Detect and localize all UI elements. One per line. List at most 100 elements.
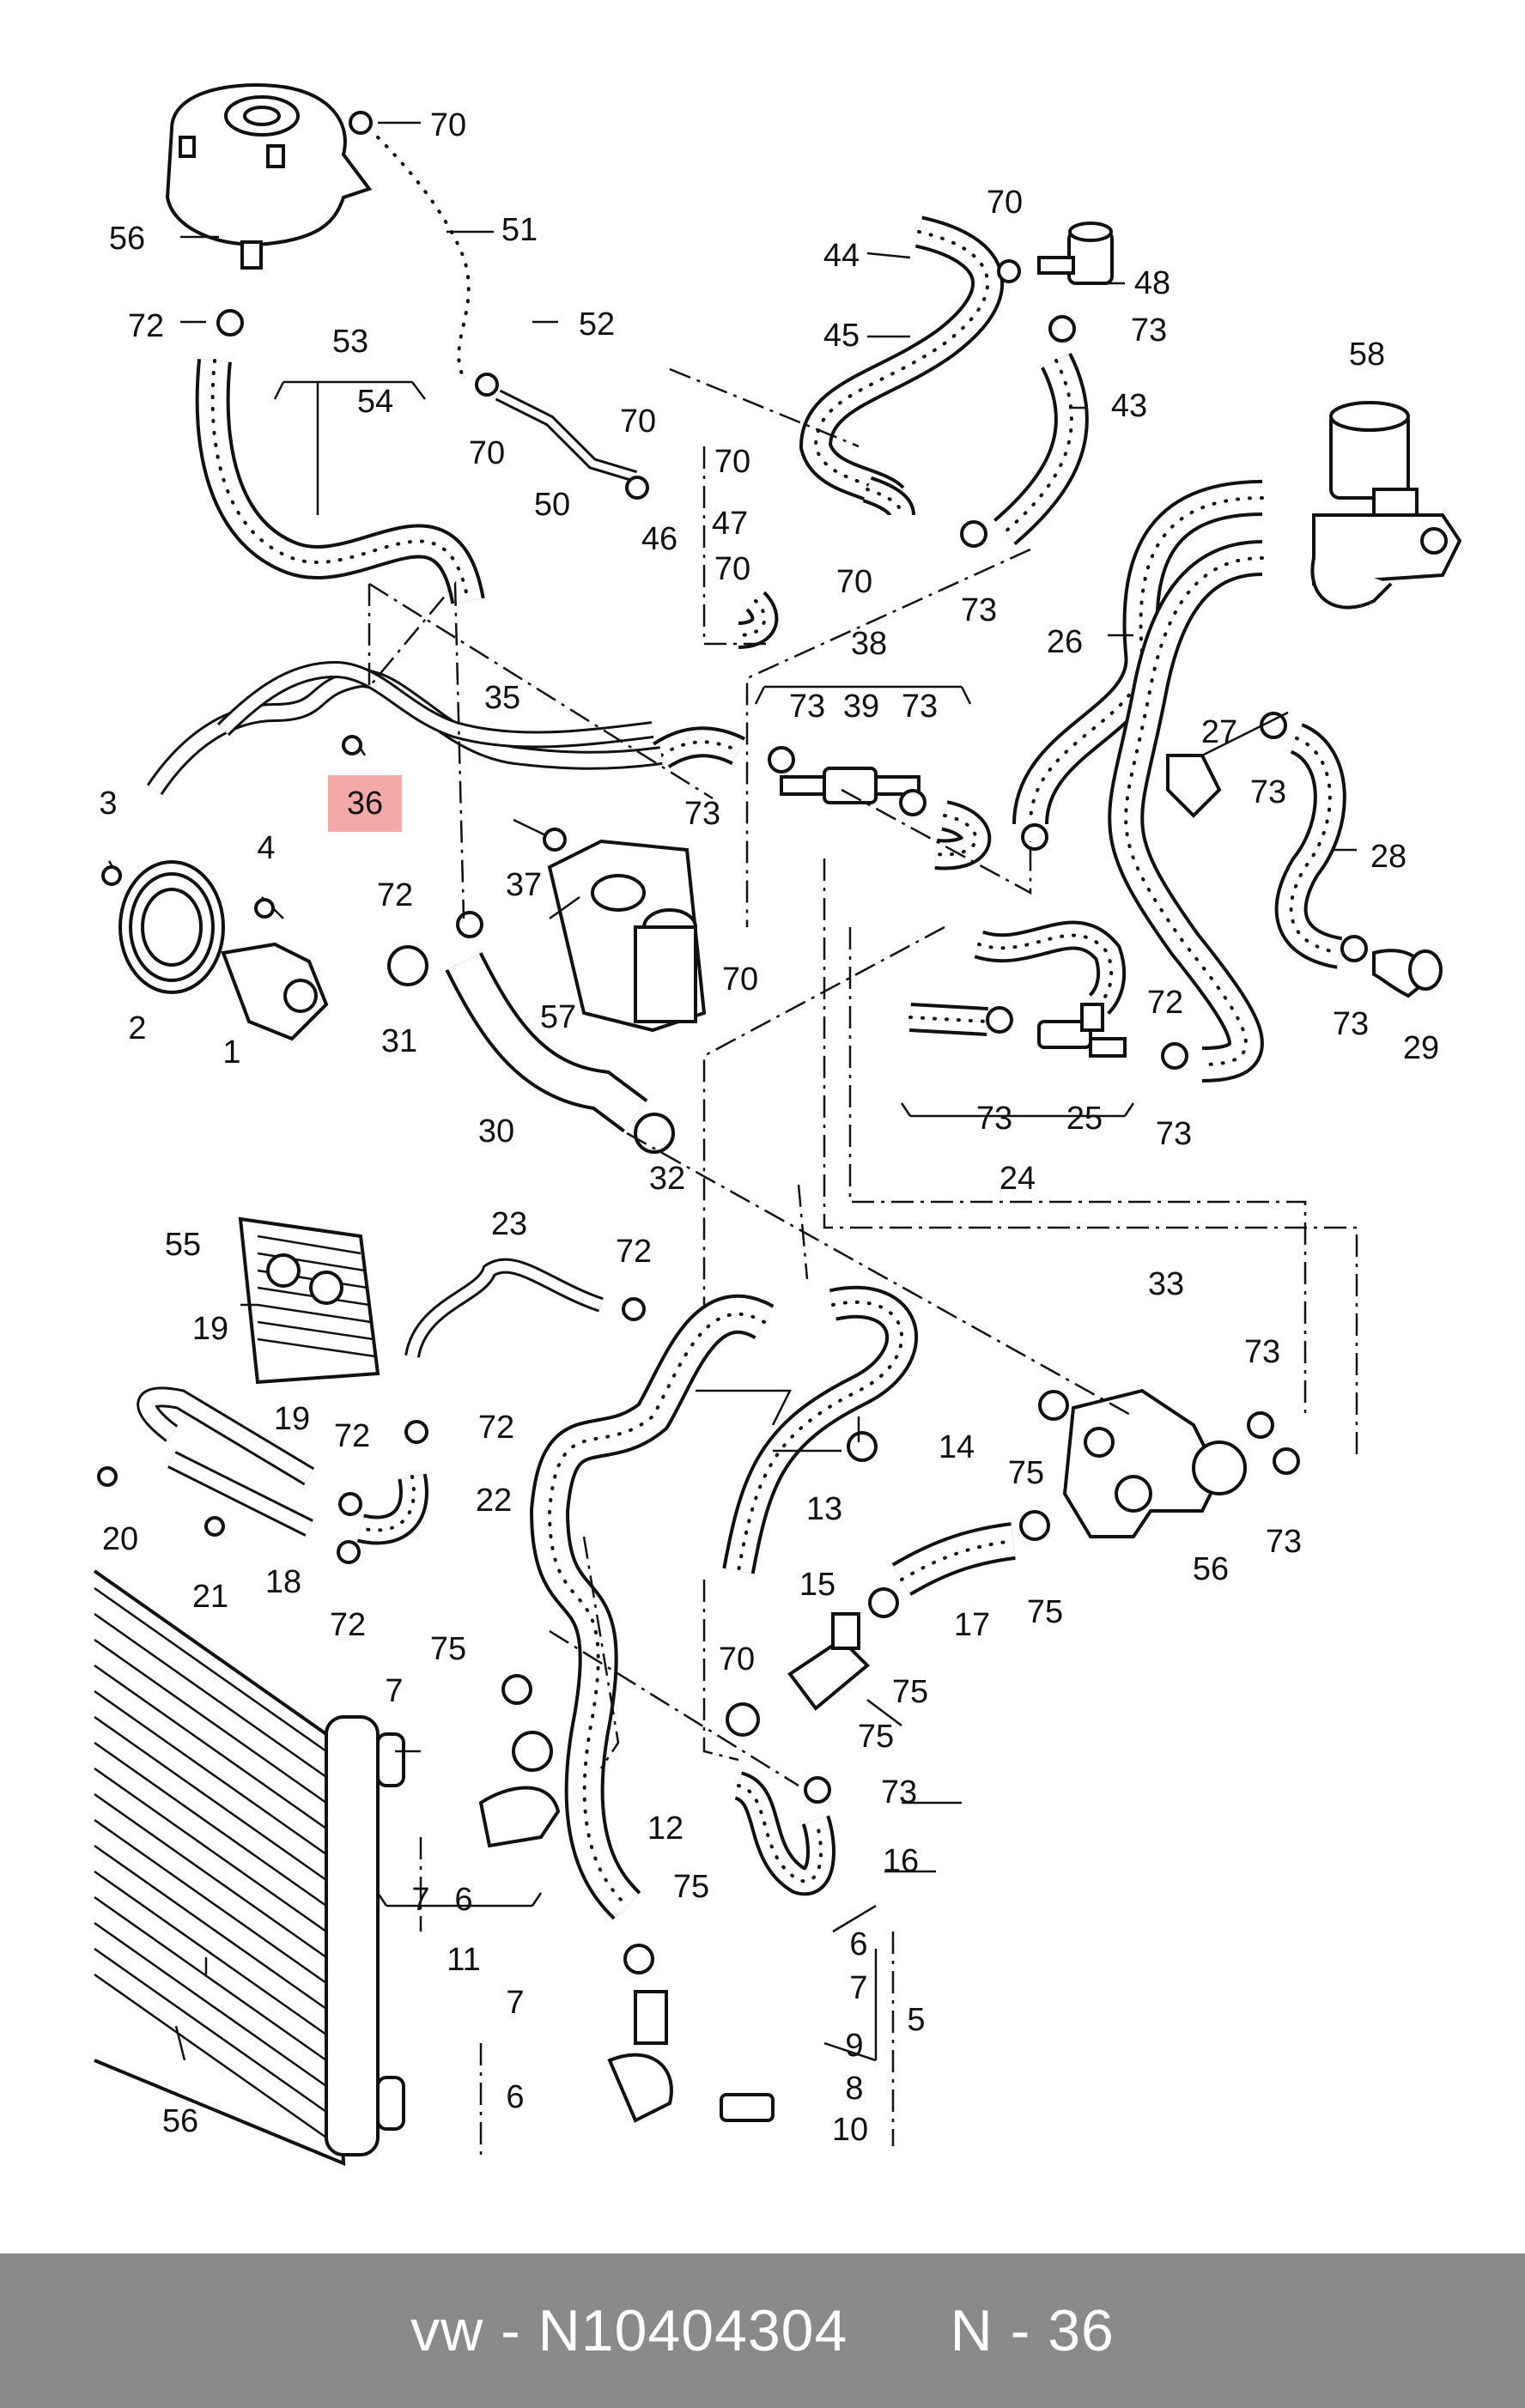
callout-14[interactable]: 14 <box>939 1429 975 1465</box>
callout-75[interactable]: 75 <box>1008 1455 1044 1491</box>
callout-72[interactable]: 72 <box>334 1418 370 1454</box>
callout-58[interactable]: 58 <box>1349 337 1385 373</box>
callout-73[interactable]: 73 <box>976 1101 1012 1137</box>
callout-47[interactable]: 47 <box>712 506 748 542</box>
callout-26[interactable]: 26 <box>1047 624 1083 660</box>
coolant-system-exploded-diagram: 36 1 2 3 4 5 6 6 6 7 7 7 7 8 9 10 11 12 … <box>93 83 1462 2167</box>
callout-70[interactable]: 70 <box>722 961 758 998</box>
callout-75[interactable]: 75 <box>430 1631 466 1667</box>
callout-32[interactable]: 32 <box>649 1161 685 1197</box>
callout-45[interactable]: 45 <box>823 318 860 354</box>
callout-30[interactable]: 30 <box>478 1113 514 1149</box>
callout-75[interactable]: 75 <box>858 1719 894 1755</box>
callout-73[interactable]: 73 <box>902 688 938 725</box>
callout-18[interactable]: 18 <box>265 1564 301 1600</box>
elbow-29 <box>1372 949 1443 998</box>
callout-7[interactable]: 7 <box>849 1970 867 2006</box>
callout-3[interactable]: 3 <box>99 785 117 822</box>
connector-39 <box>780 767 920 804</box>
callout-6[interactable]: 6 <box>849 1926 867 1962</box>
callout-51[interactable]: 51 <box>501 212 538 248</box>
callout-31[interactable]: 31 <box>381 1023 417 1059</box>
callout-72[interactable]: 72 <box>128 308 164 344</box>
callout-38[interactable]: 38 <box>851 626 887 662</box>
callout-72[interactable]: 72 <box>478 1410 514 1446</box>
callout-16[interactable]: 16 <box>883 1843 919 1879</box>
callout-7[interactable]: 7 <box>411 1882 429 1918</box>
t-piece-15 <box>787 1612 870 1711</box>
callout-46[interactable]: 46 <box>641 521 677 557</box>
callout-43[interactable]: 43 <box>1111 388 1147 424</box>
callout-73[interactable]: 73 <box>881 1774 917 1811</box>
callout-17[interactable]: 17 <box>954 1607 990 1643</box>
callout-70[interactable]: 70 <box>987 185 1023 221</box>
callout-70[interactable]: 70 <box>469 435 505 471</box>
callout-75[interactable]: 75 <box>673 1869 709 1905</box>
callout-73[interactable]: 73 <box>684 796 720 832</box>
callout-73[interactable]: 73 <box>1333 1006 1369 1042</box>
callout-53[interactable]: 53 <box>332 324 368 360</box>
callout-73[interactable]: 73 <box>1131 312 1167 349</box>
callout-19[interactable]: 19 <box>192 1311 228 1347</box>
callout-15[interactable]: 15 <box>799 1567 835 1603</box>
callout-25[interactable]: 25 <box>1066 1101 1103 1137</box>
callout-73[interactable]: 73 <box>789 688 825 725</box>
callout-50[interactable]: 50 <box>534 487 570 523</box>
callout-48[interactable]: 48 <box>1134 265 1170 301</box>
callout-73[interactable]: 73 <box>1244 1334 1280 1370</box>
callout-23[interactable]: 23 <box>491 1206 527 1242</box>
callout-22[interactable]: 22 <box>476 1483 512 1519</box>
callout-12[interactable]: 12 <box>647 1811 684 1847</box>
callout-6[interactable]: 6 <box>506 2079 524 2115</box>
callout-24[interactable]: 24 <box>999 1161 1036 1197</box>
callout-29[interactable]: 29 <box>1403 1030 1439 1066</box>
callout-6[interactable]: 6 <box>454 1882 472 1918</box>
callout-27[interactable]: 27 <box>1201 714 1237 750</box>
callout-73[interactable]: 73 <box>1250 774 1286 810</box>
callout-70[interactable]: 70 <box>836 564 872 600</box>
callout-73[interactable]: 73 <box>961 592 997 628</box>
callout-70[interactable]: 70 <box>430 107 466 143</box>
callout-70[interactable]: 70 <box>620 403 656 440</box>
callout-39[interactable]: 39 <box>843 688 879 725</box>
callout-55[interactable]: 55 <box>165 1227 201 1263</box>
callout-7[interactable]: 7 <box>506 1985 524 2021</box>
callout-75[interactable]: 75 <box>892 1674 928 1710</box>
callout-73[interactable]: 73 <box>1266 1524 1302 1560</box>
callout-35[interactable]: 35 <box>484 680 520 716</box>
callout-28[interactable]: 28 <box>1370 839 1407 875</box>
callout-1[interactable]: 1 <box>222 1034 240 1071</box>
callout-11[interactable]: 11 <box>447 1942 480 1978</box>
callout-36[interactable]: 36 <box>347 785 383 822</box>
callout-19[interactable]: 19 <box>274 1401 310 1437</box>
callout-20[interactable]: 20 <box>102 1521 138 1557</box>
callout-2[interactable]: 2 <box>128 1010 146 1046</box>
callout-70[interactable]: 70 <box>714 551 750 587</box>
callout-54[interactable]: 54 <box>357 384 393 420</box>
callout-7[interactable]: 7 <box>385 1673 403 1709</box>
callout-5[interactable]: 5 <box>907 2002 925 2038</box>
callout-10[interactable]: 10 <box>832 2112 868 2148</box>
callout-57[interactable]: 57 <box>540 999 576 1035</box>
callout-73[interactable]: 73 <box>1156 1116 1192 1152</box>
callout-13[interactable]: 13 <box>806 1491 842 1527</box>
callout-33[interactable]: 33 <box>1148 1266 1184 1302</box>
callout-9[interactable]: 9 <box>845 2028 863 2064</box>
callout-70[interactable]: 70 <box>719 1641 755 1677</box>
callout-56[interactable]: 56 <box>162 2103 198 2139</box>
callout-8[interactable]: 8 <box>845 2071 863 2107</box>
callout-72[interactable]: 72 <box>616 1234 652 1270</box>
callout-21[interactable]: 21 <box>192 1579 228 1615</box>
callout-37[interactable]: 37 <box>506 867 542 903</box>
callout-72[interactable]: 72 <box>377 877 413 913</box>
callout-56[interactable]: 56 <box>109 221 145 257</box>
footer-caption: vw - N10404304 N - 36 <box>410 2298 1115 2363</box>
callout-56[interactable]: 56 <box>1193 1551 1229 1587</box>
callout-70[interactable]: 70 <box>714 444 750 480</box>
callout-44[interactable]: 44 <box>823 238 860 274</box>
callout-4[interactable]: 4 <box>257 830 275 866</box>
callout-75[interactable]: 75 <box>1027 1594 1063 1630</box>
callout-72[interactable]: 72 <box>1147 985 1183 1021</box>
callout-72[interactable]: 72 <box>330 1607 366 1643</box>
callout-52[interactable]: 52 <box>579 306 615 343</box>
